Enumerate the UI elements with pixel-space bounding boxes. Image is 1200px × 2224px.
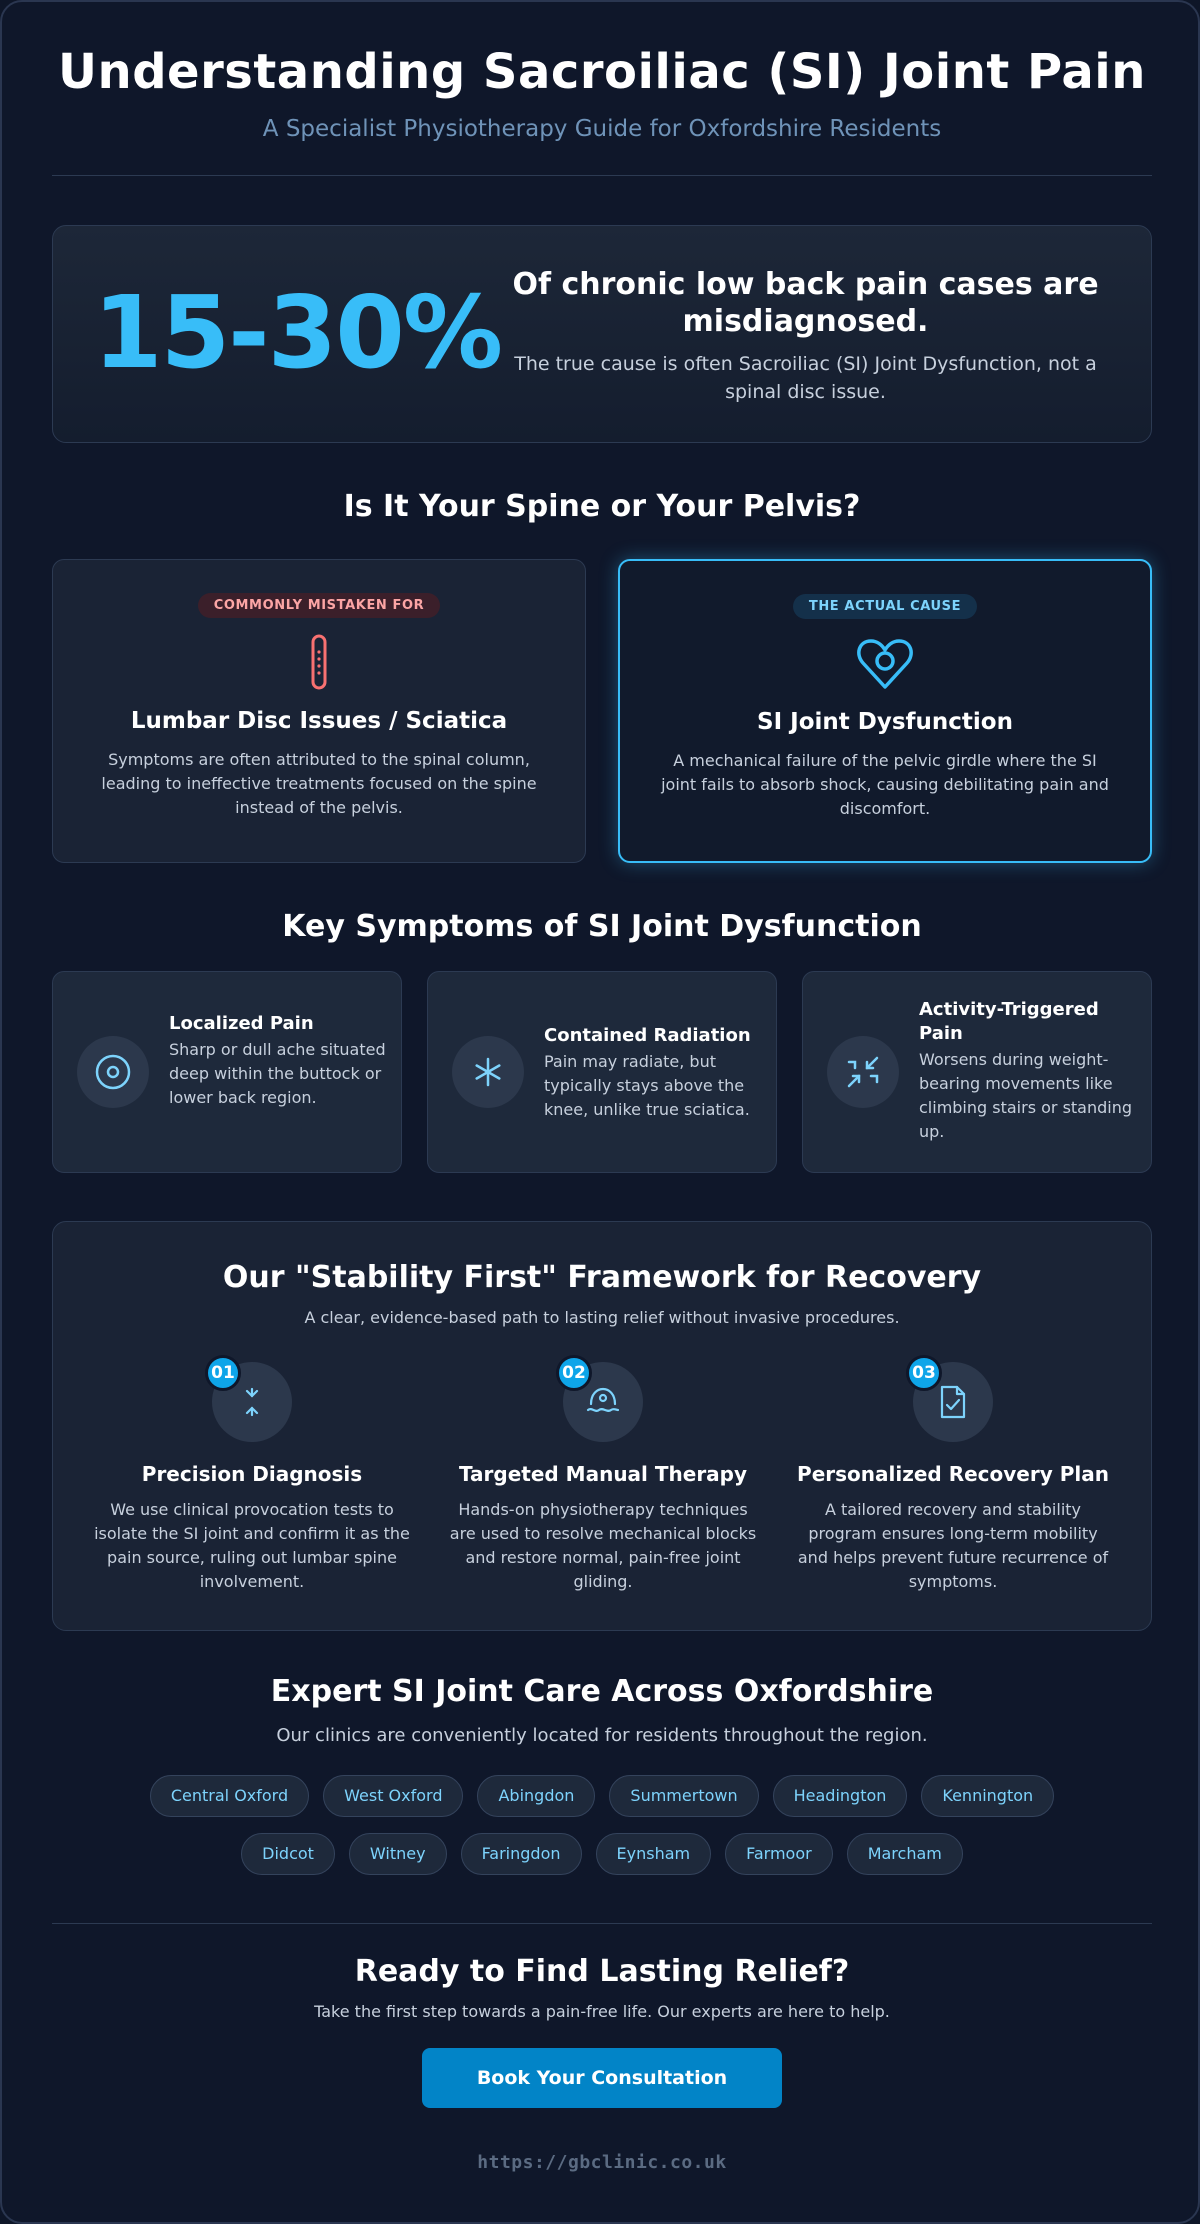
framework-subtitle: A clear, evidence-based path to lasting … xyxy=(304,1308,900,1327)
website-url[interactable]: https://gbclinic.co.uk xyxy=(477,2152,727,2173)
step-heading: Targeted Manual Therapy xyxy=(458,1462,748,1486)
symptom-card: Contained Radiation Pain may radiate, bu… xyxy=(427,971,777,1173)
locations-title: Expert SI Joint Care Across Oxfordshire xyxy=(270,1674,934,1709)
page-header: Understanding Sacroiliac (SI) Joint Pain… xyxy=(52,44,1152,142)
symptoms-title: Key Symptoms of SI Joint Dysfunction xyxy=(282,909,922,944)
converge-arrows-icon: 01 xyxy=(205,1355,292,1442)
location-tag: Central Oxford xyxy=(149,1775,310,1817)
symptom-body: Contained Radiation Pain may radiate, bu… xyxy=(544,1024,762,1122)
target-icon xyxy=(77,1036,149,1108)
location-tag: West Oxford xyxy=(323,1775,464,1817)
compare-title: Is It Your Spine or Your Pelvis? xyxy=(343,489,861,524)
symptom-text: Pain may radiate, but typically stays ab… xyxy=(544,1052,750,1119)
spine-icon xyxy=(289,632,349,692)
step-number: 01 xyxy=(205,1355,241,1391)
location-tag: Eynsham xyxy=(595,1833,712,1875)
framework-step: 03 Personalized Recovery Plan A tailored… xyxy=(788,1355,1118,1594)
stat-text: Of chronic low back pain cases are misdi… xyxy=(503,266,1108,406)
framework-step: 01 Precision Diagnosis We use clinical p… xyxy=(87,1355,417,1594)
symptom-body: Activity-Triggered Pain Worsens during w… xyxy=(919,998,1137,1144)
location-tag: Faringdon xyxy=(460,1833,582,1875)
step-text: A tailored recovery and stability progra… xyxy=(797,1500,1109,1591)
header-divider xyxy=(52,175,1152,176)
cta-title: Ready to Find Lasting Relief? xyxy=(354,1954,850,1989)
stat-detail: The true cause is often Sacroiliac (SI) … xyxy=(514,353,1097,403)
asterisk-icon xyxy=(452,1036,524,1108)
symptom-heading: Contained Radiation xyxy=(544,1025,751,1046)
location-tag: Witney xyxy=(348,1833,447,1875)
locations-subtitle: Our clinics are conveniently located for… xyxy=(276,1725,928,1746)
step-heading: Precision Diagnosis xyxy=(141,1462,363,1486)
step-text: Hands-on physiotherapy techniques are us… xyxy=(449,1500,757,1591)
location-tag: Kennington xyxy=(921,1775,1055,1817)
location-tag: Marcham xyxy=(846,1833,963,1875)
pelvis-heart-icon xyxy=(855,633,915,693)
stat-headline: Of chronic low back pain cases are misdi… xyxy=(512,267,1099,339)
hands-therapy-icon: 02 xyxy=(556,1355,643,1442)
symptom-heading: Activity-Triggered Pain xyxy=(919,999,1099,1044)
symptom-text: Sharp or dull ache situated deep within … xyxy=(169,1040,386,1107)
symptom-heading: Localized Pain xyxy=(169,1013,314,1034)
framework-step: 02 Targeted Manual Therapy Hands-on phys… xyxy=(438,1355,768,1594)
document-check-icon: 03 xyxy=(906,1355,993,1442)
actual-heading: SI Joint Dysfunction xyxy=(757,709,1013,735)
step-number: 03 xyxy=(906,1355,942,1391)
compress-icon xyxy=(827,1036,899,1108)
cta-divider xyxy=(52,1923,1152,1924)
location-tag: Farmoor xyxy=(725,1833,833,1875)
cta-subtitle: Take the first step towards a pain-free … xyxy=(314,2002,890,2021)
symptom-card: Localized Pain Sharp or dull ache situat… xyxy=(52,971,402,1173)
mistaken-badge: COMMONLY MISTAKEN FOR xyxy=(197,593,441,618)
stat-value: 15-30% xyxy=(93,274,503,391)
location-tag: Didcot xyxy=(241,1833,335,1875)
step-heading: Personalized Recovery Plan xyxy=(797,1462,1109,1486)
location-tags-row-2: Didcot Witney Faringdon Eynsham Farmoor March… xyxy=(52,1833,1152,1875)
step-number: 02 xyxy=(556,1355,592,1391)
page-subtitle: A Specialist Physiotherapy Guide for Oxf… xyxy=(262,116,942,142)
page-title: Understanding Sacroiliac (SI) Joint Pain xyxy=(58,44,1146,100)
framework-panel: Our "Stability First" Framework for Reco… xyxy=(52,1221,1152,1631)
mistaken-card: COMMONLY MISTAKEN FOR Lumbar Disc Issues… xyxy=(52,559,586,863)
actual-cause-card: THE ACTUAL CAUSE SI Joint Dysfunction A … xyxy=(618,559,1152,863)
mistaken-text: Symptoms are often attributed to the spi… xyxy=(101,750,537,817)
symptom-card: Activity-Triggered Pain Worsens during w… xyxy=(802,971,1152,1173)
symptom-text: Worsens during weight-bearing movements … xyxy=(919,1050,1133,1141)
location-tags-row-1: Central Oxford West Oxford Abingdon Summert… xyxy=(52,1775,1152,1817)
location-tag: Summertown xyxy=(609,1775,759,1817)
actual-badge: THE ACTUAL CAUSE xyxy=(792,594,978,619)
mistaken-heading: Lumbar Disc Issues / Sciatica xyxy=(130,708,508,734)
stat-card: 15-30% Of chronic low back pain cases ar… xyxy=(52,225,1152,443)
book-consultation-button[interactable]: Book Your Consultation xyxy=(422,2048,782,2108)
framework-title: Our "Stability First" Framework for Reco… xyxy=(222,1260,982,1295)
actual-text: A mechanical failure of the pelvic girdl… xyxy=(661,751,1109,818)
location-tag: Headington xyxy=(772,1775,908,1817)
symptom-body: Localized Pain Sharp or dull ache situat… xyxy=(169,1012,387,1110)
step-text: We use clinical provocation tests to iso… xyxy=(94,1500,410,1591)
location-tag: Abingdon xyxy=(477,1775,596,1817)
